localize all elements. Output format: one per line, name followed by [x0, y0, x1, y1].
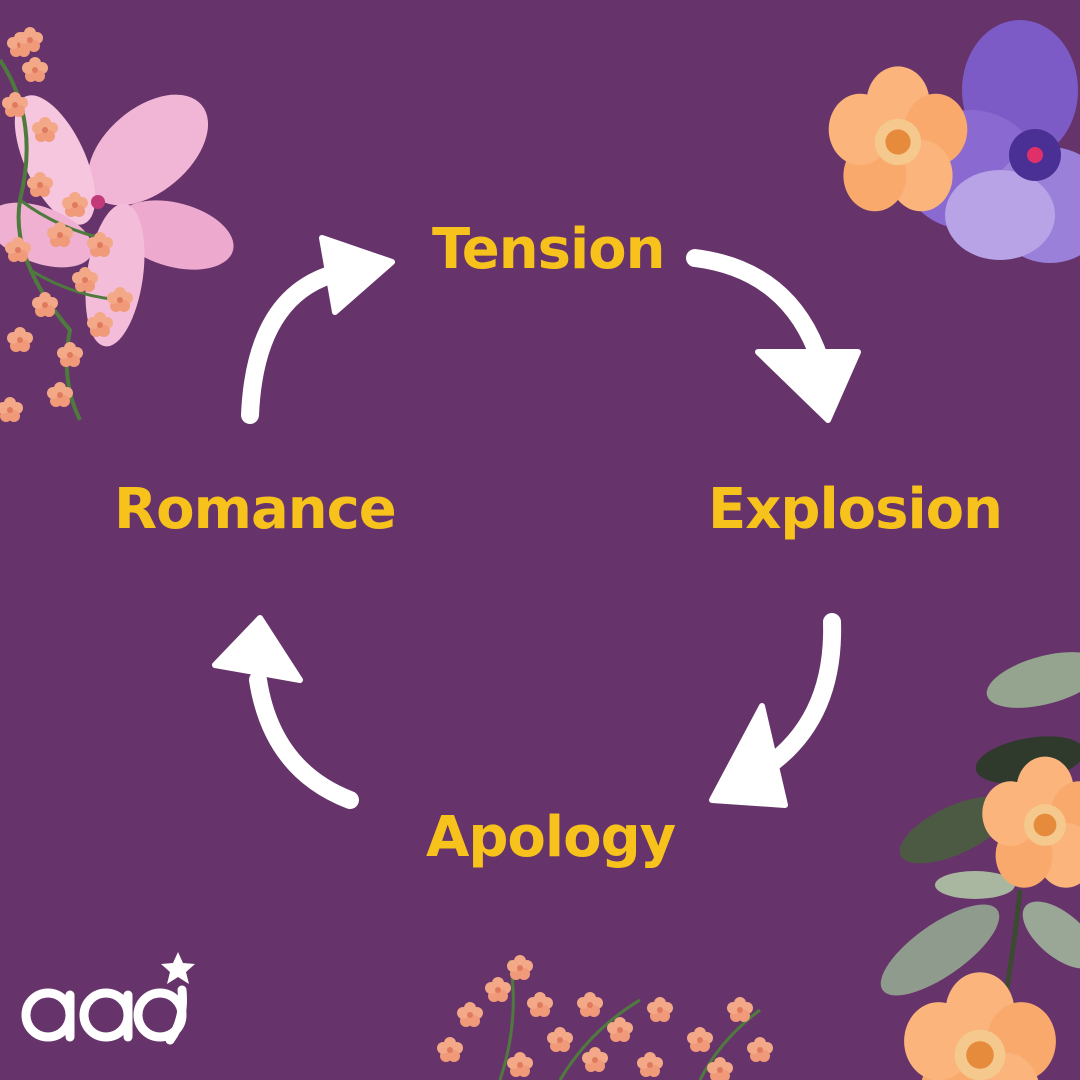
stage-label-tension: Tension [432, 217, 665, 282]
purple-pansy-flower-icon [902, 20, 1080, 263]
arrow-romance-to-tension [241, 235, 395, 424]
small-blossom-cluster-icon [437, 955, 773, 1080]
arrow-apology-to-romance [212, 615, 359, 809]
stage-label-explosion: Explosion [708, 477, 1003, 542]
arrow-explosion-to-apology [709, 613, 842, 808]
arrow-tension-to-explosion [686, 249, 861, 423]
stage-label-apology: Apology [426, 805, 676, 870]
star-icon [161, 952, 195, 984]
small-blossom-cluster-icon [0, 27, 133, 422]
stage-label-romance: Romance [114, 477, 397, 542]
